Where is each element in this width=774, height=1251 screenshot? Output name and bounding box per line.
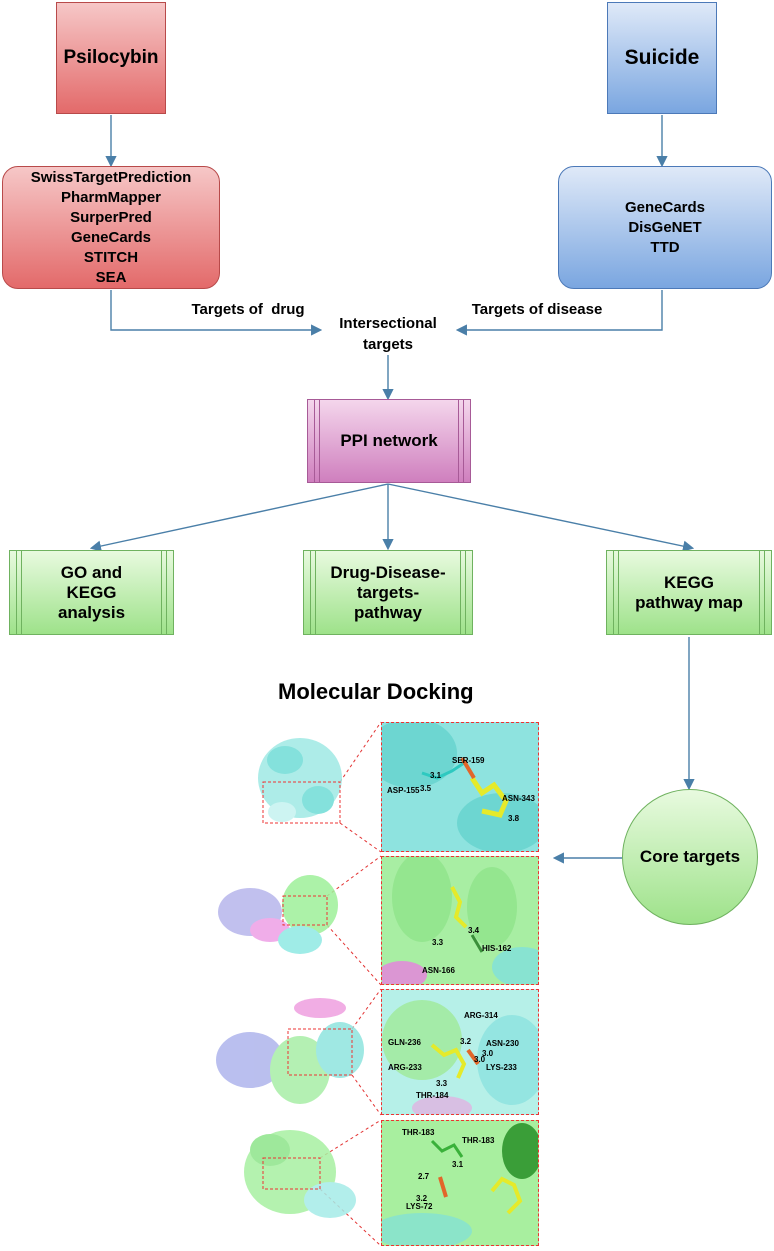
go-kegg-analysis-node: GO and KEGG analysis (9, 550, 174, 635)
disease-targets-label: Targets of disease (471, 301, 603, 318)
ppi-label: PPI network (340, 431, 438, 450)
docking-panel-1-drawing: SER-159 ASP-155 ASN-343 3.1 3.5 3.8 (382, 723, 538, 851)
docking-panel-3-drawing: ARG-314 ASN-230 LYS-233 GLN-236 ARG-233 … (382, 1000, 538, 1114)
residue-label: ASN-230 (486, 1039, 519, 1048)
disease-databases-node: GeneCards DisGeNET TTD (558, 166, 772, 289)
distance-label: 3.2 (416, 1194, 428, 1203)
suicide-label: Suicide (624, 46, 700, 69)
ppi-network-node: PPI network (307, 399, 471, 483)
drug-targets-label: Targets of drug (191, 301, 305, 318)
psilocybin-label: Psilocybin (63, 47, 159, 68)
core-targets-label: Core targets (639, 847, 741, 866)
intersectional-targets: Intersectional targets (318, 313, 458, 355)
distance-label: 3.3 (432, 938, 444, 947)
intersection-line2: targets (362, 336, 414, 353)
arrow-drug-targets (110, 290, 323, 336)
disease-db-item: GeneCards (624, 198, 706, 216)
residue-label: LYS-72 (406, 1202, 433, 1211)
kegg-pathway-map-node: KEGG pathway map (606, 550, 772, 635)
distance-label: 3.2 (460, 1037, 472, 1046)
ddtp-line: Drug-Disease- (330, 562, 446, 582)
residue-label: ASP-155 (387, 786, 420, 795)
drug-db-item: GeneCards (70, 228, 152, 246)
residue-label: ARG-314 (464, 1011, 498, 1020)
residue-label: SER-159 (452, 756, 485, 765)
disease-db-item: DisGeNET (628, 218, 702, 236)
residue-label: HIS-162 (482, 944, 512, 953)
docking-panel-2: HIS-162 ASN-166 3.4 3.3 (381, 856, 539, 985)
kegg-map-line: pathway map (635, 592, 743, 612)
docking-panel-3: ARG-314 ASN-230 LYS-233 GLN-236 ARG-233 … (381, 989, 539, 1115)
drug-db-item: SurperPred (70, 208, 152, 226)
residue-label: THR-183 (402, 1128, 435, 1137)
distance-label: 3.3 (436, 1079, 448, 1088)
residue-label: ASN-343 (502, 794, 535, 803)
go-kegg-line: GO and (60, 562, 123, 582)
distance-label: 2.7 (418, 1172, 430, 1181)
residue-label: THR-183 (462, 1136, 495, 1145)
docking-title: Molecular Docking (278, 679, 474, 704)
distance-label: 3.1 (452, 1160, 464, 1169)
drug-disease-targets-pathway-node: Drug-Disease- targets- pathway (303, 550, 473, 635)
arrow-disease-targets (455, 290, 663, 336)
intersection-line1: Intersectional (339, 315, 437, 332)
drug-db-item: SwissTargetPrediction (30, 168, 192, 186)
arrow-ppi-to-kegg (387, 483, 695, 552)
residue-label: ASN-166 (422, 966, 455, 975)
docking-panel-4-drawing: THR-183 THR-183 LYS-72 3.1 2.7 3.2 (382, 1123, 538, 1245)
residue-label: THR-184 (416, 1091, 449, 1100)
drug-databases-node: SwissTargetPrediction PharmMapper Surper… (2, 166, 220, 289)
arrow-ppi-to-go (89, 483, 389, 552)
docking-panel-4: THR-183 THR-183 LYS-72 3.1 2.7 3.2 (381, 1120, 539, 1246)
ddtp-line: targets- (356, 582, 420, 602)
distance-label: 3.5 (420, 784, 432, 793)
distance-label: 3.8 (508, 814, 520, 823)
ddtp-line: pathway (353, 602, 422, 622)
residue-label: LYS-233 (486, 1063, 517, 1072)
docking-panel-2-drawing: HIS-162 ASN-166 3.4 3.3 (382, 857, 538, 984)
suicide-node: Suicide (607, 2, 717, 114)
drug-db-item: SEA (95, 268, 127, 286)
go-kegg-line: analysis (57, 602, 126, 622)
residue-label: GLN-236 (388, 1038, 421, 1047)
residue-label: ARG-233 (388, 1063, 422, 1072)
disease-db-item: TTD (650, 238, 680, 256)
psilocybin-node: Psilocybin (56, 2, 166, 114)
go-kegg-line: KEGG (66, 582, 117, 602)
drug-db-item: PharmMapper (60, 188, 161, 206)
distance-label: 3.1 (430, 771, 442, 780)
distance-label: 3.0 (474, 1055, 486, 1064)
docking-panel-1: SER-159 ASP-155 ASN-343 3.1 3.5 3.8 (381, 722, 539, 852)
core-targets-node: Core targets (622, 789, 758, 925)
distance-label: 3.4 (468, 926, 480, 935)
drug-db-item: STITCH (83, 248, 139, 266)
distance-label: 3.0 (482, 1049, 494, 1058)
kegg-map-line: KEGG (663, 572, 715, 592)
